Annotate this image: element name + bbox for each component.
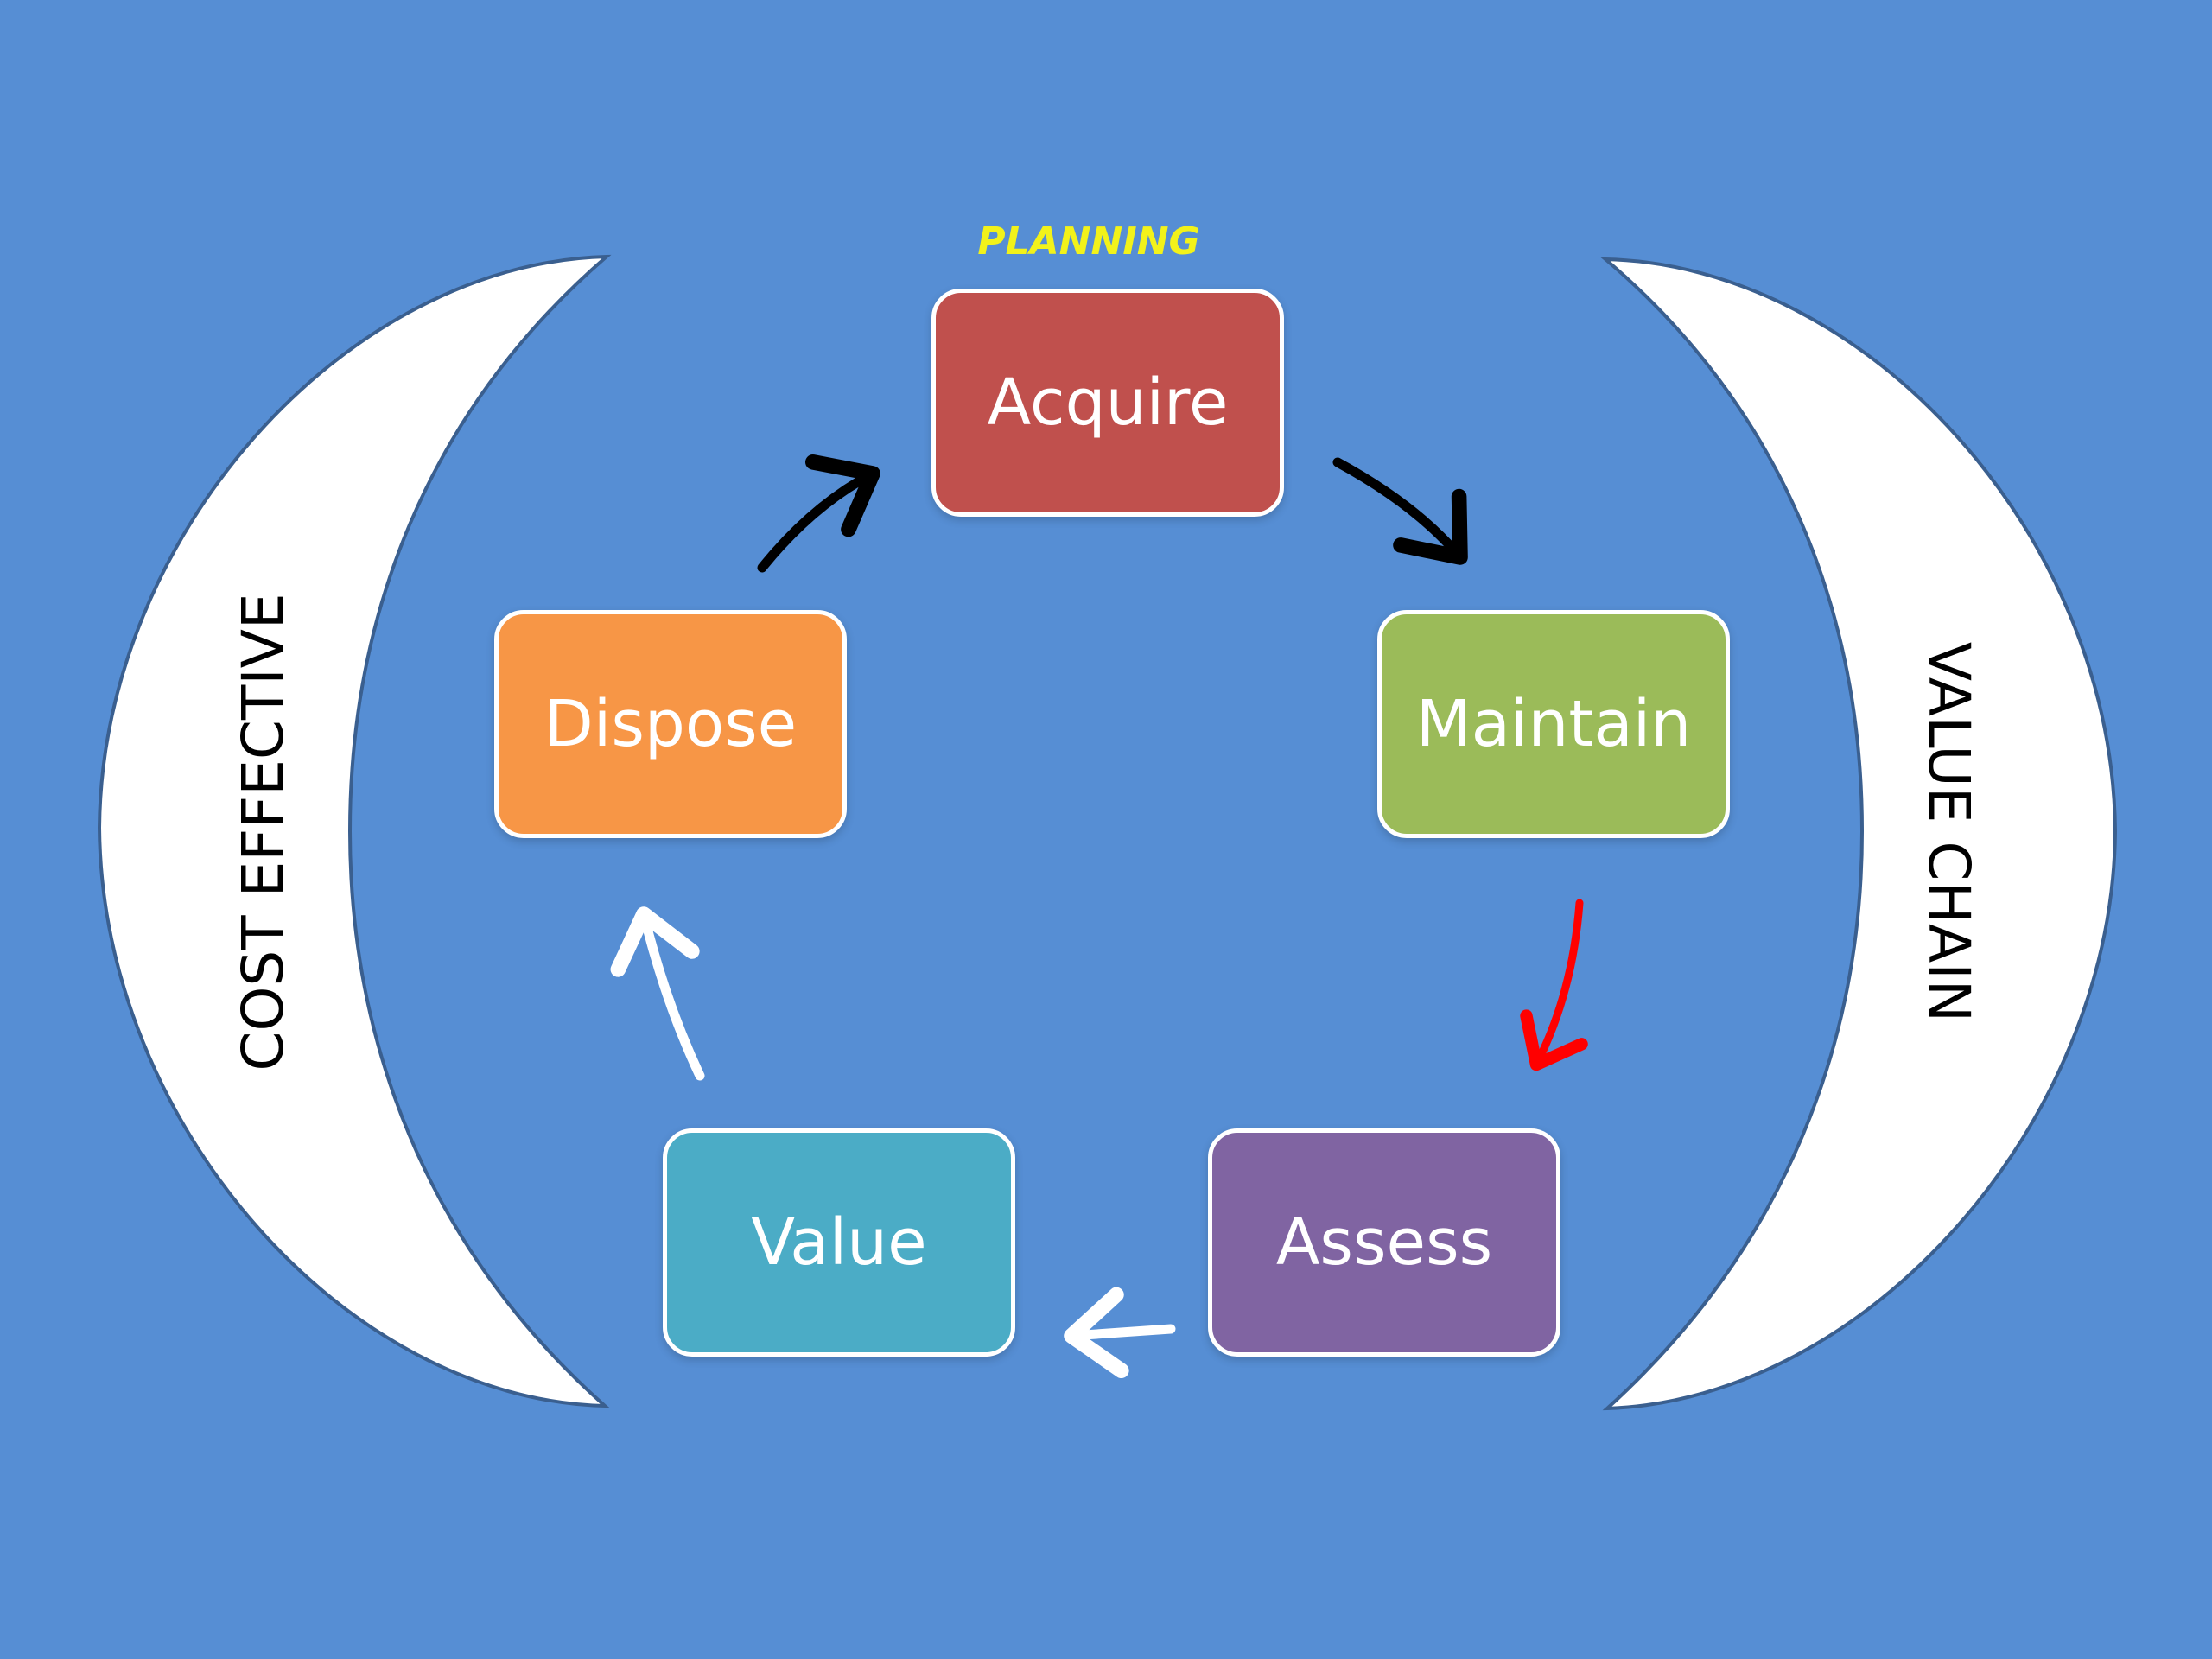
value-chain-label: VALUE CHAIN <box>1916 641 1982 1023</box>
stage-assess-box: Assess <box>1208 1128 1560 1357</box>
cost-effective-label: COST EFFECTIVE <box>230 593 296 1071</box>
arrow-maintain-to-assess <box>1520 899 1588 1071</box>
left-crescent-shape <box>97 254 612 1408</box>
stage-maintain-label: Maintain <box>1415 687 1692 761</box>
stage-acquire-box: Acquire <box>931 289 1284 517</box>
stage-value-label: Value <box>751 1205 927 1280</box>
stage-acquire-label: Acquire <box>987 365 1229 440</box>
arrow-assess-to-value <box>1064 1287 1176 1379</box>
stage-dispose-box: Dispose <box>494 610 847 838</box>
stage-dispose-label: Dispose <box>543 687 798 761</box>
arrow-acquire-to-maintain <box>1332 457 1468 565</box>
right-crescent-shape <box>1600 257 2118 1411</box>
planning-label: PLANNING <box>977 219 1200 264</box>
arrow-value-to-dispose <box>610 906 705 1081</box>
stage-maintain-box: Maintain <box>1377 610 1730 838</box>
arrow-dispose-to-acquire <box>757 454 880 573</box>
stage-value-box: Value <box>663 1128 1015 1357</box>
stage-assess-label: Assess <box>1275 1205 1493 1280</box>
